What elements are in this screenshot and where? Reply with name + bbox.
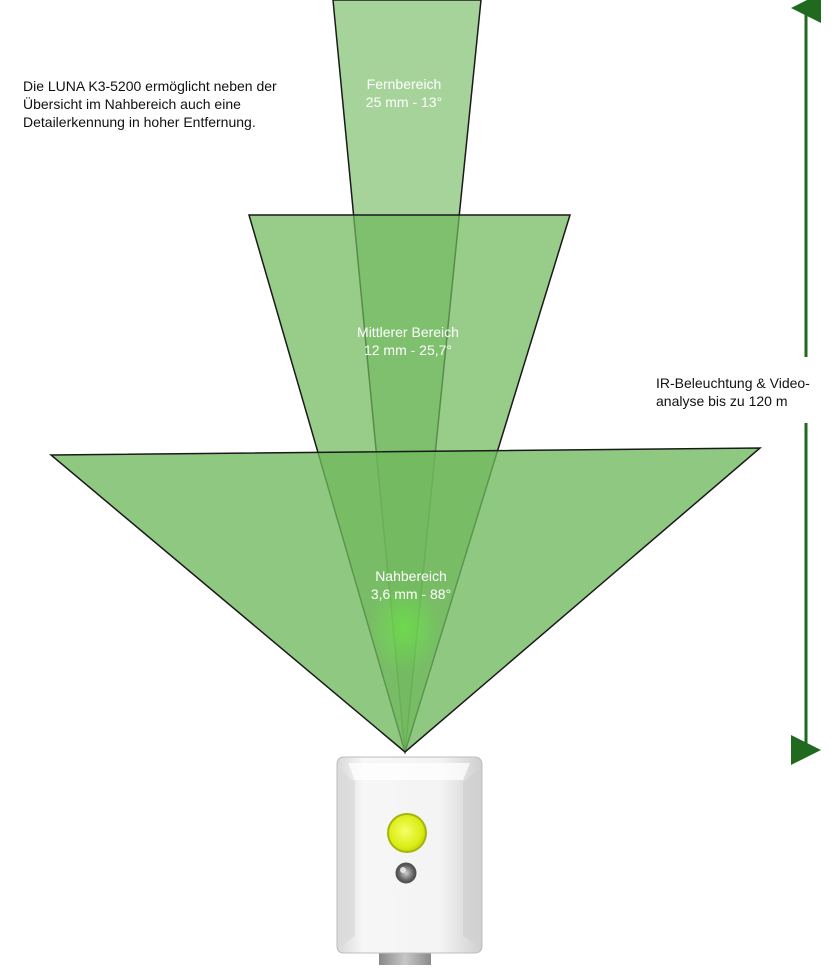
near-range-spec: 3,6 mm - 88° [371,586,451,602]
camera-body [336,756,483,954]
camera-top-bevel [348,763,470,780]
camera-lens-highlight [400,867,406,873]
middle-range-label: Mittlerer Bereich [357,324,459,340]
middle-range-spec: 12 mm - 25,7° [364,342,452,358]
camera-right-side [463,770,478,946]
range-note: IR-Beleuchtung & Video-analyse bis zu 12… [656,375,810,409]
far-range-spec: 25 mm - 13° [366,94,442,110]
far-range-label: Fernbereich [367,76,442,92]
camera-unit [336,756,483,954]
near-range-label: Nahbereich [375,568,447,584]
camera-lens-icon [395,862,417,884]
ir-illuminator-lens-icon [387,813,427,853]
intro-text: Die LUNA K3-5200 ermöglicht neben der Üb… [23,78,277,130]
camera-left-side [341,770,355,946]
lens-light-glow [370,583,440,673]
